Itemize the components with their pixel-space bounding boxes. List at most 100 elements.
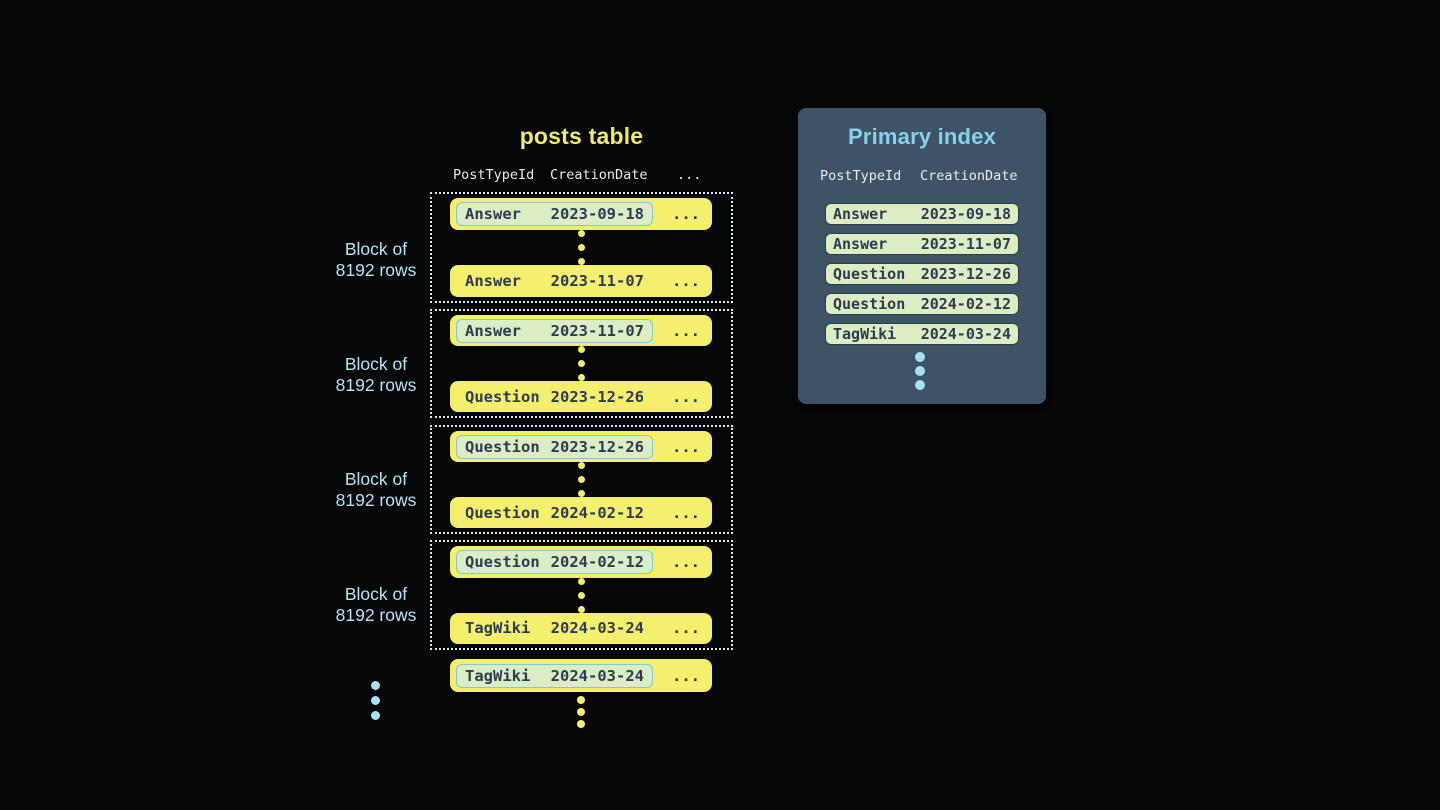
row-more-columns: ... [672,387,700,406]
row-posttype: Question [465,437,540,456]
rows-block-3: Question 2023-12-26 ... Question 2024-02… [430,425,733,534]
index-key: TagWiki 2024-03-24 [456,616,653,640]
more-entries-ellipsis-icon [910,352,930,390]
entry-date: 2024-02-12 [920,295,1011,313]
dot [915,352,925,362]
block-label-3: Block of 8192 rows [306,469,446,511]
block-label-line1: Block of [344,239,408,259]
entry-date: 2023-11-07 [920,235,1011,253]
column-header-creationdate: CreationDate [550,167,648,183]
primary-index-title: Primary index [847,124,997,149]
dot [370,696,380,705]
rows-block-1: Answer 2023-09-18 ... Answer 2023-11-07 … [430,192,733,303]
row-date: 2023-11-07 [550,321,644,340]
posts-table-column-headers: PostTypeId CreationDate ... [452,167,732,185]
ellipsis-icon [577,577,585,613]
row-date: 2023-12-26 [550,387,644,406]
index-entry: TagWiki 2024-03-24 [825,323,1019,345]
block-label-1: Block of 8192 rows [306,239,446,281]
dot [915,366,925,376]
table-row: Answer 2023-11-07 ... [450,315,712,346]
column-header-posttypeid: PostTypeId [820,168,902,184]
more-blocks-ellipsis-icon [366,681,384,720]
entry-posttype: Question [833,295,906,313]
dot [577,720,585,728]
row-more-columns: ... [672,205,700,223]
dot [577,374,585,381]
row-more-columns: ... [672,272,700,290]
row-more-columns: ... [672,503,700,522]
index-key: Question 2023-12-26 [456,385,653,409]
row-date: 2024-02-12 [550,503,644,522]
more-rows-ellipsis-icon [570,696,592,728]
table-row: Answer 2023-11-07 ... [450,265,712,297]
rows-block-4: Question 2024-02-12 ... TagWiki 2024-03-… [430,540,733,650]
table-row: Question 2023-12-26 ... [450,431,712,462]
index-entry: Question 2023-12-26 [825,263,1019,285]
row-posttype: Question [465,503,540,522]
row-more-columns: ... [672,321,700,340]
row-more-columns: ... [672,619,700,638]
table-row-next-block: TagWiki 2024-03-24 ... [450,659,712,692]
entry-date: 2024-03-24 [920,325,1011,343]
dot [915,380,925,390]
dot [370,681,380,690]
dot [577,476,585,483]
table-row: TagWiki 2024-03-24 ... [450,612,712,644]
primary-index-column-headers: PostTypeId CreationDate [798,168,1046,186]
ellipsis-icon [577,230,585,265]
table-row: Answer 2023-09-18 ... [450,198,712,230]
index-key-highlight: Question 2024-02-12 [456,549,653,574]
block-label-line2: 8192 rows [335,260,417,280]
index-entry: Question 2024-02-12 [825,293,1019,315]
column-header-posttypeid: PostTypeId [453,167,535,183]
dot [577,230,585,237]
dot [577,244,585,251]
table-row: Question 2023-12-26 ... [450,381,712,412]
row-date: 2023-11-07 [550,272,644,290]
row-posttype: TagWiki [465,619,531,638]
posts-table-title: posts table [519,123,644,149]
row-date: 2023-12-26 [550,437,644,456]
block-label-4: Block of 8192 rows [306,584,446,626]
row-more-columns: ... [672,437,700,456]
table-row: Question 2024-02-12 ... [450,497,712,528]
dot [577,591,585,599]
index-key-highlight: Answer 2023-09-18 [456,202,653,226]
index-entry: Answer 2023-09-18 [825,203,1019,225]
column-header-creationdate: CreationDate [920,168,1018,184]
index-key-highlight: Question 2023-12-26 [456,434,653,459]
dot [577,490,585,497]
row-date: 2024-02-12 [550,552,644,571]
ellipsis-icon [577,346,585,381]
row-posttype: Answer [465,321,521,340]
block-label-line2: 8192 rows [335,605,417,625]
block-label-line1: Block of [344,584,408,604]
entry-posttype: Answer [833,235,888,253]
index-key: Answer 2023-11-07 [456,269,653,293]
dot [577,696,585,704]
dot [577,462,585,469]
column-header-more: ... [677,167,702,183]
entry-date: 2023-12-26 [920,265,1011,283]
row-posttype: Question [465,387,540,406]
index-entry: Answer 2023-11-07 [825,233,1019,255]
dot [577,605,585,613]
row-date: 2024-03-24 [550,619,644,638]
row-posttype: Answer [465,205,521,223]
row-posttype: Answer [465,272,521,290]
row-more-columns: ... [672,666,700,685]
row-posttype: TagWiki [465,666,531,685]
primary-index-panel: Primary index PostTypeId CreationDate An… [798,108,1046,404]
row-date: 2023-09-18 [550,205,644,223]
block-label-line2: 8192 rows [335,490,417,510]
row-posttype: Question [465,552,540,571]
dot [577,577,585,585]
table-row: Question 2024-02-12 ... [450,546,712,578]
dot [577,360,585,367]
block-label-line2: 8192 rows [335,375,417,395]
ellipsis-icon [577,462,585,497]
entry-posttype: Answer [833,205,888,223]
row-date: 2024-03-24 [550,666,644,685]
